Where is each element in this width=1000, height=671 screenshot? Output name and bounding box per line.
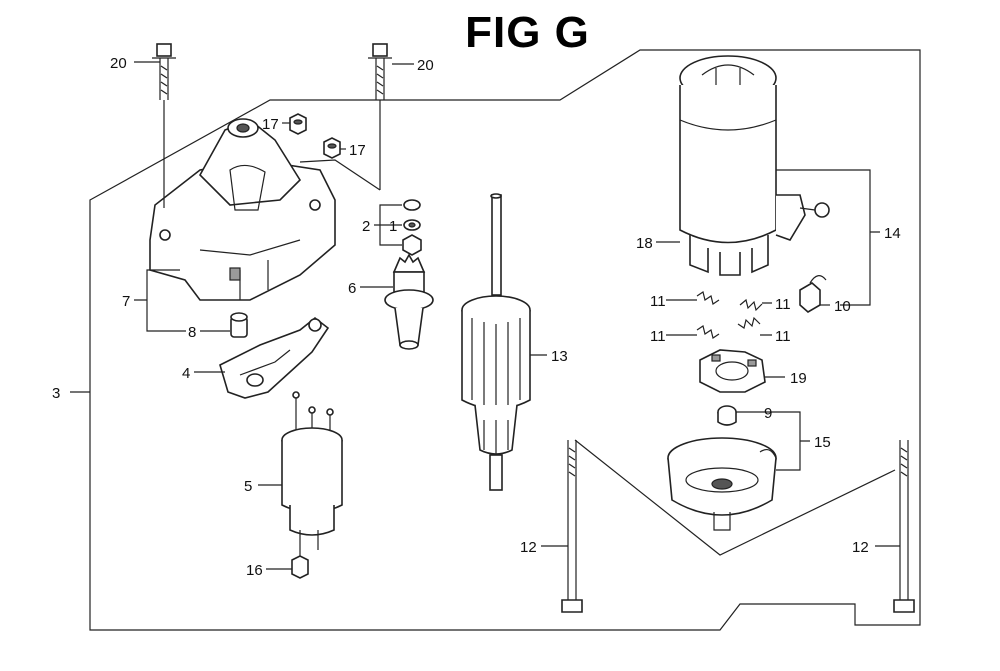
callout-7: 7 [122, 293, 130, 310]
callout-20-right: 20 [417, 57, 434, 74]
nut-17a [289, 113, 307, 135]
through-bolt-right [893, 440, 915, 613]
bushing [717, 405, 737, 426]
armature [461, 193, 531, 491]
callout-14: 14 [884, 225, 901, 242]
callout-19: 19 [790, 370, 807, 387]
callout-17-right: 17 [349, 142, 366, 159]
callout-8: 8 [188, 324, 196, 341]
rear-cover-outline [574, 439, 896, 556]
leader-17-bracket [299, 159, 381, 191]
solenoid [281, 391, 343, 579]
callout-10: 10 [834, 298, 851, 315]
callout-12-right: 12 [852, 539, 869, 556]
rubber-cap [230, 312, 248, 338]
nut-17b [323, 137, 341, 159]
callout-20-left: 20 [110, 55, 127, 72]
callout-11-top-left: 11 [650, 293, 666, 310]
callout-18: 18 [636, 235, 653, 252]
figure-title: FIG G [465, 8, 590, 57]
callout-11-bottom-left: 11 [650, 328, 666, 345]
yoke-assembly [679, 55, 830, 276]
callout-13: 13 [551, 348, 568, 365]
through-bolt-left [561, 440, 583, 613]
callout-1: 1 [389, 218, 397, 235]
callout-6: 6 [348, 280, 356, 297]
callout-11-top-right: 11 [775, 296, 791, 313]
callout-12-left: 12 [520, 539, 537, 556]
callout-15: 15 [814, 434, 831, 451]
bolt-left [152, 43, 176, 208]
callout-11-bottom-right: 11 [775, 328, 791, 345]
brush-holder [699, 349, 766, 393]
rear-cover [667, 437, 777, 531]
shift-lever [219, 316, 330, 399]
callout-4: 4 [182, 365, 190, 382]
leader-lines [70, 61, 900, 570]
front-housing [149, 118, 336, 301]
callout-3: 3 [52, 385, 60, 402]
washer-stack [402, 199, 422, 256]
callout-9: 9 [764, 405, 772, 422]
brush-springs [696, 291, 763, 339]
callout-17-left: 17 [262, 116, 279, 133]
callout-16: 16 [246, 562, 263, 579]
brush [799, 275, 827, 313]
callout-5: 5 [244, 478, 252, 495]
bolt-center [368, 43, 392, 190]
assembly-boundary [89, 49, 921, 631]
pinion-gear [384, 253, 434, 350]
callout-2: 2 [362, 218, 370, 235]
